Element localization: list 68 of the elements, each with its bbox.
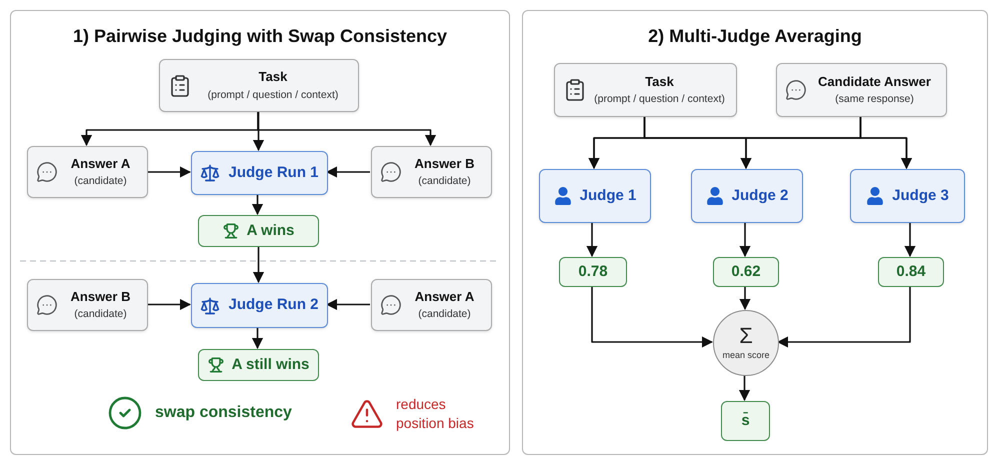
note-text: reduces position bias	[396, 395, 475, 433]
panel-title: 1) Pairwise Judging with Swap Consistency	[72, 25, 448, 48]
arrow	[326, 166, 370, 178]
sigma-symbol: Σ	[739, 324, 753, 347]
arrow	[860, 116, 912, 170]
box-subtitle: (candidate)	[418, 175, 471, 188]
box-subtitle: (candidate)	[418, 308, 471, 322]
box-subtitle: (candidate)	[74, 175, 127, 188]
arrow	[252, 194, 264, 216]
judge-label: Judge Run 2	[228, 295, 318, 316]
input-box	[371, 146, 492, 198]
box-title: Task	[645, 74, 674, 90]
result-box	[198, 349, 319, 381]
result-label: A still wins	[232, 354, 310, 375]
arrow	[326, 298, 370, 310]
result-box	[878, 257, 944, 287]
input-box	[371, 279, 492, 331]
arrow	[739, 286, 751, 310]
arrow	[738, 375, 750, 402]
box-title: Answer B	[70, 288, 130, 306]
result-box	[721, 401, 770, 441]
result-label: s̄	[741, 410, 750, 431]
judge-label: Judge Run 1	[228, 162, 318, 183]
note-text: swap consistency	[155, 403, 292, 423]
judge-box	[191, 151, 328, 195]
arrow	[257, 111, 436, 146]
judge-box	[191, 283, 328, 328]
result-label: 0.84	[896, 262, 926, 282]
arrow	[147, 298, 192, 310]
arrow	[591, 286, 714, 348]
box-title: Candidate Answer	[818, 74, 931, 90]
input-box	[776, 63, 947, 117]
judge-label: Judge 1	[580, 186, 636, 206]
panel-title: 2) Multi-Judge Averaging	[647, 25, 863, 48]
judge-label: Judge 3	[892, 186, 949, 206]
box-title: Task	[258, 69, 288, 86]
box-subtitle: (candidate)	[74, 308, 127, 322]
input-box	[554, 63, 737, 117]
panel	[10, 10, 510, 455]
box-title: Answer A	[414, 288, 474, 306]
box-subtitle: (prompt / question / context)	[594, 93, 725, 106]
circle-label: mean score	[722, 350, 770, 362]
result-box	[713, 257, 779, 287]
arrow	[252, 111, 264, 152]
arrow	[252, 327, 264, 350]
judge-label: Judge 2	[732, 186, 788, 206]
input-box	[27, 279, 148, 331]
result-box	[198, 215, 319, 247]
arrow	[776, 286, 911, 348]
panel	[522, 10, 988, 455]
judge-box	[539, 169, 651, 223]
box-title: Answer B	[414, 156, 474, 172]
input-box	[159, 59, 359, 112]
box-subtitle: (prompt / question / context)	[208, 88, 338, 102]
judge-box	[850, 169, 965, 223]
box-title: Answer A	[70, 156, 130, 172]
result-label: 0.78	[578, 262, 608, 282]
arrow	[252, 246, 264, 284]
arrow	[739, 222, 751, 258]
input-box	[27, 146, 148, 198]
result-label: A wins	[246, 220, 294, 241]
result-box	[559, 257, 627, 287]
result-label: 0.62	[731, 262, 761, 282]
arrow	[147, 166, 192, 178]
judge-box	[691, 169, 803, 223]
arrow	[586, 222, 598, 258]
arrow	[904, 222, 916, 258]
box-subtitle: (same response)	[835, 93, 914, 106]
